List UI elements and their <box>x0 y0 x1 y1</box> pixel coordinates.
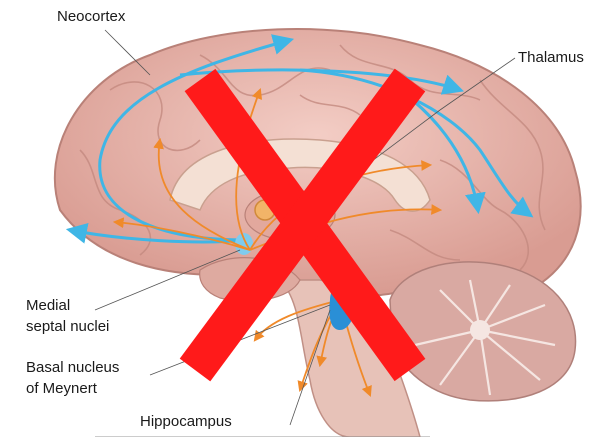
label-hippocampus: Hippocampus <box>140 413 232 431</box>
label-basal-2: of Meynert <box>26 380 97 398</box>
label-medial-septal-2: septal nuclei <box>26 318 109 336</box>
cerebellum <box>390 262 576 401</box>
label-medial-septal-1: Medial <box>26 297 70 315</box>
label-neocortex: Neocortex <box>57 8 125 26</box>
label-basal-1: Basal nucleus <box>26 359 119 377</box>
label-thalamus: Thalamus <box>518 49 584 67</box>
